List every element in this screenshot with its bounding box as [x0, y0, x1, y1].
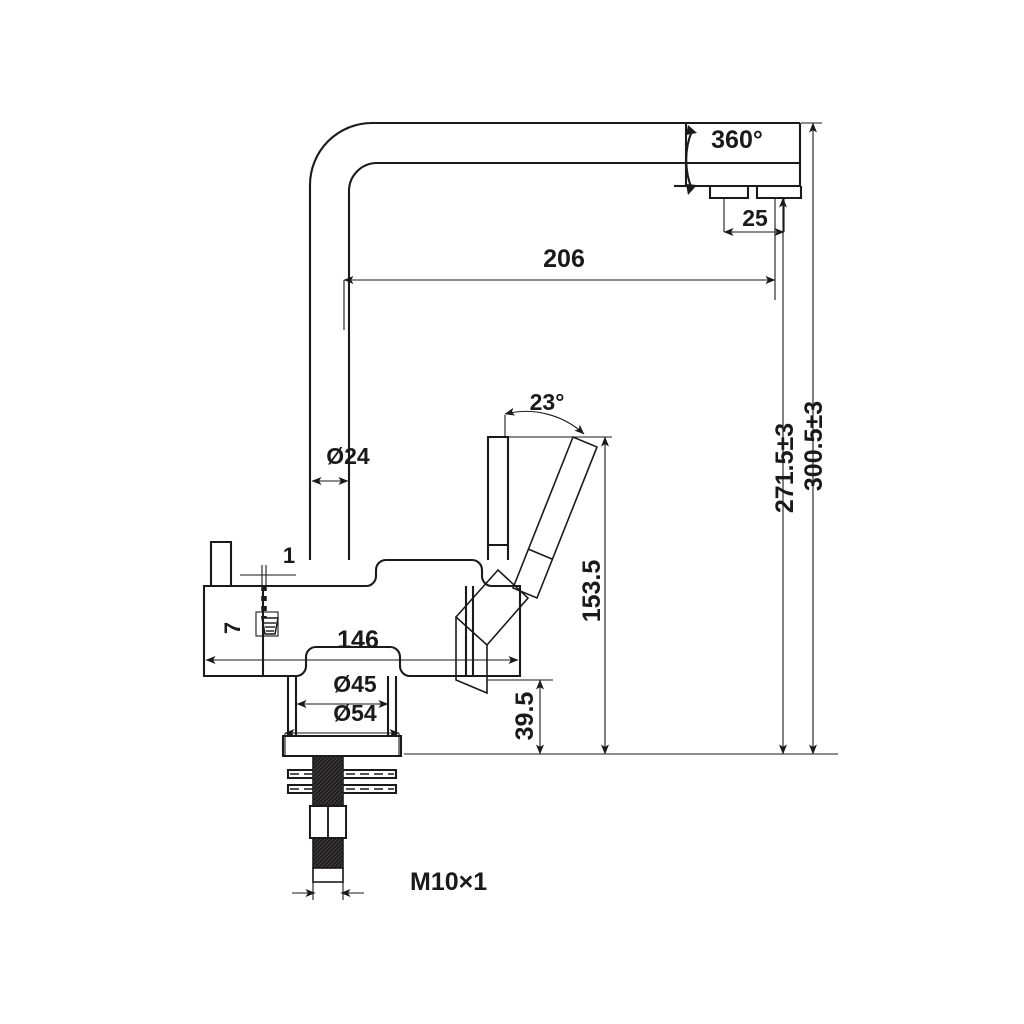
- tilted-lever-base: [454, 568, 530, 647]
- label-spout-outlet-offset: 25: [742, 205, 768, 231]
- body-outline: [202, 558, 522, 678]
- rotation-arc-symbol: [685, 130, 693, 190]
- label-diverter-side: 7: [220, 622, 245, 634]
- rotation-arrow-bottom: [686, 184, 697, 195]
- washer-dash-marks: [290, 773, 394, 790]
- spout-outer-profile: [308, 121, 800, 560]
- base-plate-lower: [281, 734, 403, 758]
- faucet-outline-group: [202, 121, 803, 840]
- callout-7-box: [255, 611, 279, 637]
- label-base-lower-diameter: Ø54: [333, 700, 377, 726]
- label-diverter-top: 1: [283, 543, 295, 568]
- label-spout-reach: 206: [543, 245, 585, 273]
- handle-stem: [486, 435, 510, 560]
- tilted-lever-joint: [527, 548, 553, 560]
- label-body-height: 39.5: [511, 692, 539, 741]
- label-body-width: 146: [337, 626, 379, 654]
- left-lever-post: [209, 540, 233, 586]
- label-base-upper-diameter: Ø45: [333, 671, 377, 697]
- shank-behind-washers: [313, 768, 343, 796]
- label-thread: M10×1: [410, 868, 487, 896]
- dim-23-arc: [504, 407, 585, 435]
- label-handle-angle: 23°: [530, 389, 565, 415]
- label-handle-height: 153.5: [578, 560, 606, 623]
- label-riser-diameter: Ø24: [326, 443, 370, 469]
- tilted-lever-group: [454, 435, 599, 695]
- label-spout-height: 271.5±3: [771, 423, 799, 513]
- threaded-shank-group: [287, 755, 397, 883]
- label-rotation: 360°: [711, 126, 763, 154]
- spout-inner-profile: [347, 161, 800, 560]
- callout-7-cup-icon: [261, 617, 279, 635]
- tilted-lever-arm: [511, 435, 599, 600]
- spout-outlet-right: [755, 186, 803, 200]
- dimension-text-group: 360° 25 206 Ø24 23° 153.5 146 Ø45 Ø54 39…: [220, 126, 828, 896]
- tilted-lever-base-tail: [455, 617, 488, 695]
- spout-outlet-left: [708, 186, 750, 200]
- rotation-arrow-top: [686, 125, 697, 135]
- label-overall-height: 300.5±3: [800, 401, 828, 491]
- dimension-lines-group: [205, 122, 838, 900]
- threaded-shank-tip: [312, 867, 344, 883]
